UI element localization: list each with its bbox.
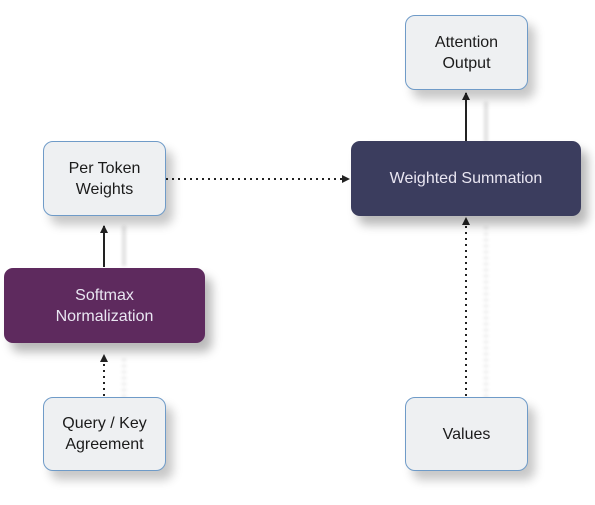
node-weighted-summation-label: Weighted Summation (389, 170, 543, 187)
node-per-token-weights-label: Per Token Weights (68, 159, 141, 198)
edge-shadows (122, 102, 488, 397)
node-softmax-normalization: Softmax Normalization (4, 268, 205, 343)
node-values-label: Values (442, 425, 491, 443)
node-values: Values (405, 397, 528, 471)
node-attention-output-label: Attention Output (434, 33, 499, 72)
node-query-key-agreement-label: Query / Key Agreement (62, 415, 147, 453)
node-weighted-summation: Weighted Summation (351, 141, 581, 216)
node-softmax-normalization-label: Softmax Normalization (55, 286, 154, 325)
node-query-key-agreement: Query / Key Agreement (43, 397, 166, 471)
node-attention-output: Attention Output (405, 15, 528, 90)
node-per-token-weights: Per Token Weights (43, 141, 166, 216)
